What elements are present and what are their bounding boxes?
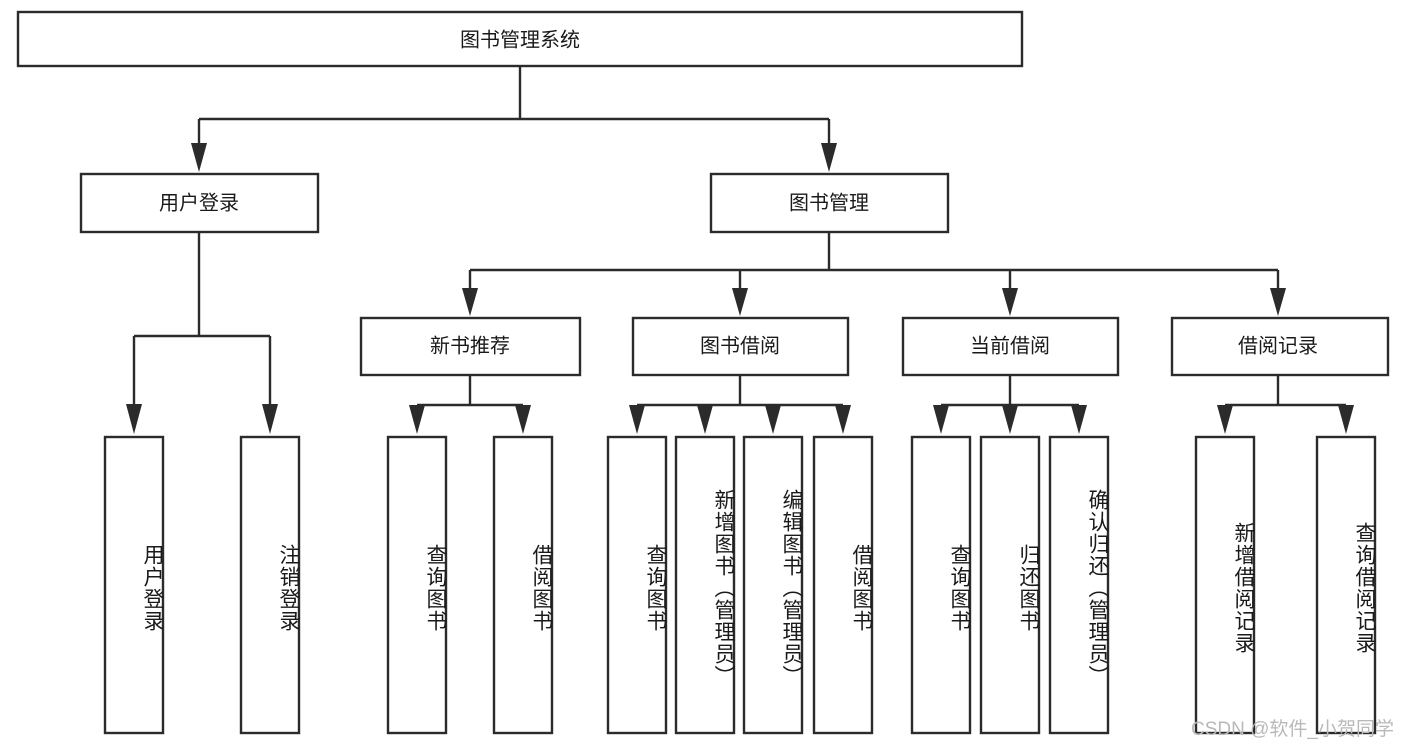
connector-group-borrow-record [1217, 375, 1354, 434]
node-book-manage-label: 图书管理 [789, 191, 869, 214]
node-leaf-logout-login-box[interactable] [239, 435, 301, 735]
arrow-head-borrow-record [1270, 288, 1286, 316]
arrow-head-leaf-confirm-return [1071, 405, 1087, 434]
arrow-head-leaf-query-book-3 [933, 405, 949, 434]
node-leaf-query-book-1-box[interactable] [386, 435, 448, 735]
node-borrow-record-box[interactable] [1170, 316, 1390, 377]
arrow-head-leaf-query-record [1338, 405, 1354, 434]
node-root[interactable]: 图书管理系统 [16, 10, 1024, 68]
connector-group-book-manage [462, 232, 1286, 316]
connector-group-book-borrow [629, 375, 851, 434]
node-current-borrow[interactable]: 当前借阅 [901, 316, 1120, 377]
node-user-login-label: 用户登录 [159, 191, 239, 214]
node-leaf-add-book-box[interactable] [674, 435, 736, 735]
node-current-borrow-box[interactable] [901, 316, 1120, 377]
node-book-borrow-box[interactable] [631, 316, 850, 377]
node-borrow-record[interactable]: 借阅记录 [1170, 316, 1390, 377]
node-leaf-return-book-box[interactable] [979, 435, 1041, 735]
node-book-borrow-label: 图书借阅 [700, 334, 780, 357]
node-leaf-user-login-box[interactable] [103, 435, 165, 735]
arrow-head-book-borrow [732, 288, 748, 316]
node-current-borrow-label: 当前借阅 [970, 334, 1050, 357]
arrow-head-user-login [191, 143, 207, 172]
arrow-head-leaf-query-book-1 [409, 405, 425, 434]
node-leaf-add-record-box[interactable] [1194, 435, 1256, 735]
arrow-head-leaf-borrow-book-2 [835, 405, 851, 434]
arrow-head-leaf-logout-login [262, 404, 278, 434]
node-user-login-box[interactable] [79, 172, 320, 234]
node-leaf-query-record-box[interactable] [1315, 435, 1377, 735]
arrow-head-leaf-query-book-2 [629, 405, 645, 434]
arrow-head-leaf-add-book [697, 405, 713, 434]
connector-group-user-login [126, 232, 278, 434]
node-leaf-borrow-book-2-box[interactable] [812, 435, 874, 735]
arrow-head-leaf-edit-book [765, 405, 781, 434]
node-user-login[interactable]: 用户登录 [79, 172, 320, 234]
node-new-book-recommend[interactable]: 新书推荐 [359, 316, 582, 377]
node-root-label: 图书管理系统 [460, 28, 580, 51]
node-leaf-query-book-2-box[interactable] [606, 435, 668, 735]
arrow-head-current-borrow [1002, 288, 1018, 316]
node-leaf-edit-book-box[interactable] [742, 435, 804, 735]
node-leaf-confirm-return-box[interactable] [1048, 435, 1110, 735]
arrow-head-book-manage [821, 143, 837, 172]
node-new-book-recommend-label: 新书推荐 [430, 334, 510, 357]
node-borrow-record-label: 借阅记录 [1238, 334, 1318, 357]
node-root-box[interactable] [16, 10, 1024, 68]
node-leaf-query-book-3-box[interactable] [910, 435, 972, 735]
arrow-head-leaf-add-record [1217, 405, 1233, 434]
node-leaf-borrow-book-1-box[interactable] [492, 435, 554, 735]
connector-group-current-borrow [933, 375, 1087, 434]
connector-group-new-book-recommend [409, 375, 531, 434]
arrow-head-leaf-borrow-book-1 [515, 405, 531, 434]
node-book-manage[interactable]: 图书管理 [709, 172, 950, 234]
arrow-head-leaf-return-book [1002, 405, 1018, 434]
arrow-head-leaf-user-login [126, 404, 142, 434]
arrow-head-new-book-recommend [462, 288, 478, 316]
node-book-manage-box[interactable] [709, 172, 950, 234]
node-book-borrow[interactable]: 图书借阅 [631, 316, 850, 377]
node-new-book-recommend-box[interactable] [359, 316, 582, 377]
connector-group-root [191, 66, 837, 172]
